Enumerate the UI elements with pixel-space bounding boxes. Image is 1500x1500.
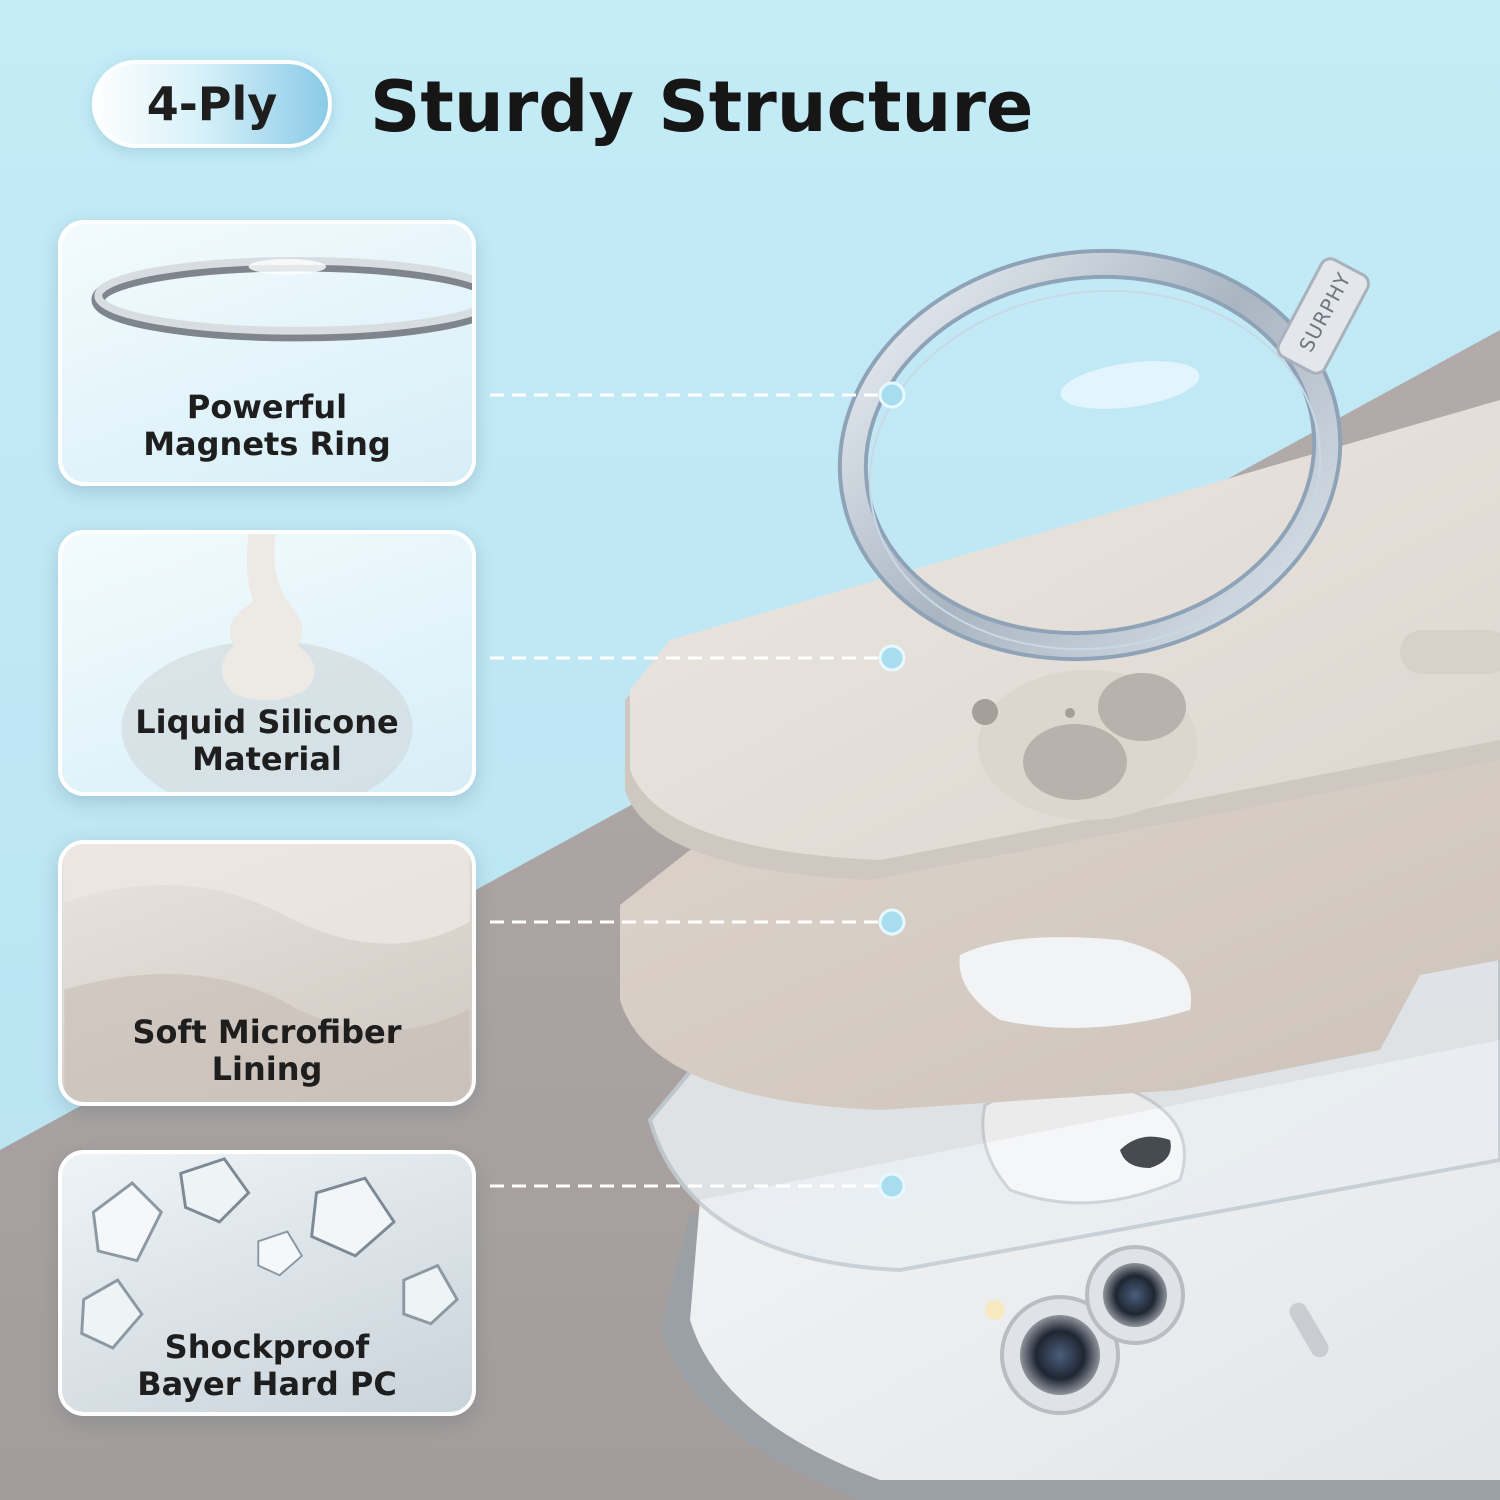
layer-label-line2: Lining bbox=[211, 1050, 323, 1088]
crystal-shards-icon bbox=[80, 1157, 459, 1350]
layer-card-magnets: Powerful Magnets Ring bbox=[58, 220, 476, 486]
ply-badge-text: 4-Ply bbox=[146, 77, 278, 131]
layer-card-microfiber: Soft Microfiber Lining bbox=[58, 840, 476, 1106]
layer-label-line1: Liquid Silicone bbox=[135, 703, 399, 741]
layer-card-pc: Shockproof Bayer Hard PC bbox=[58, 1150, 476, 1416]
ply-badge: 4-Ply bbox=[92, 60, 332, 148]
connector-lines bbox=[490, 381, 906, 1200]
magnetic-ring bbox=[837, 248, 1370, 662]
magnet-ring-icon bbox=[91, 256, 472, 342]
layer-label-line1: Soft Microfiber bbox=[132, 1013, 402, 1051]
layer-label-line1: Shockproof bbox=[164, 1328, 370, 1366]
layer-label-line2: Magnets Ring bbox=[143, 425, 391, 463]
microfiber-fabric-icon bbox=[64, 844, 470, 1102]
layer-label-line2: Material bbox=[192, 740, 342, 778]
layer-label-line1: Powerful bbox=[186, 388, 348, 426]
layer-card-silicone: Liquid Silicone Material bbox=[58, 530, 476, 796]
layer-label-line2: Bayer Hard PC bbox=[137, 1365, 397, 1403]
page-title: Sturdy Structure bbox=[370, 66, 1034, 148]
silicone-drip-icon bbox=[121, 534, 413, 792]
